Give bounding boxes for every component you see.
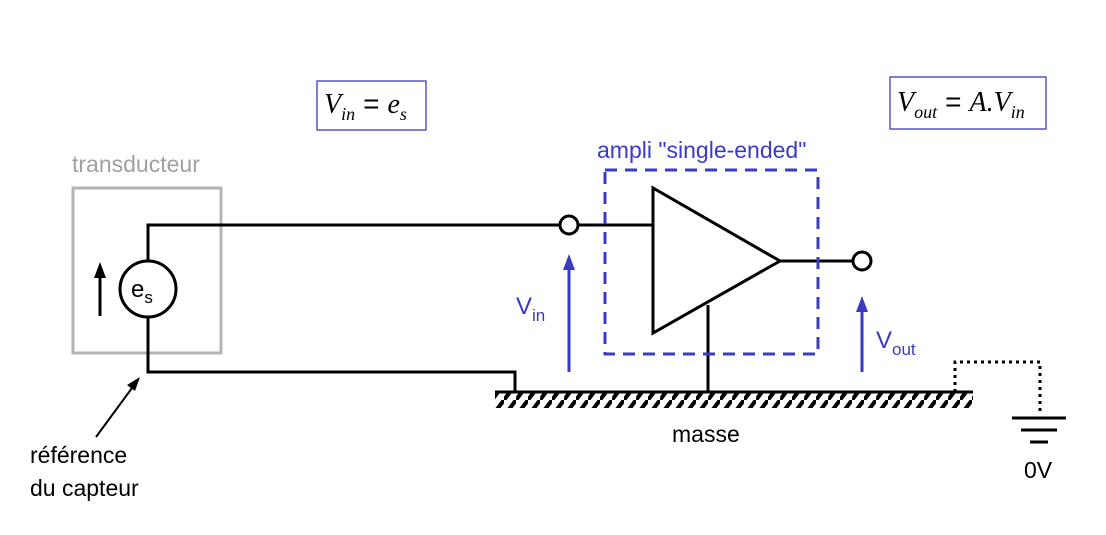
vout-label: V [876,327,892,354]
vout-arrow-head [856,296,868,312]
wires [146,223,852,391]
reference-label-line2: du capteur [30,475,139,501]
formula-vout-eq: = [945,86,961,117]
vin-arrow: Vin [516,254,575,372]
formula-vin-rhs: e [387,89,399,120]
reference-wire [146,318,517,391]
formula-vin-rhs-sub: s [400,104,407,124]
transducer-label: transducteur [72,151,200,177]
reference-label-line1: référence [30,442,127,468]
source-circle [118,259,178,319]
output-terminal [851,250,873,272]
vout-label-sub: out [892,340,916,359]
earth-dotted-link [953,360,1042,415]
svg-text:es: es [131,276,153,307]
svg-text:Vin=es: Vin = es [324,88,407,124]
source-symbol: e [131,276,144,303]
formula-vout: Vout =A.Vin [889,76,1047,130]
formula-vout-lhs: V [897,87,917,118]
formula-vin: Vin = es [316,80,427,131]
amplifier-dashed-box [603,168,820,356]
ground-hatch [495,392,973,408]
reference-arrow-shaft [95,387,133,438]
formula-vin-lhs: V [324,89,344,120]
vin-label: V [516,293,532,320]
earth-ground-icon [1012,416,1066,444]
amplifier-label: ampli "single-ended" [597,137,806,163]
input-terminal [558,214,580,236]
masse-label: masse [672,421,740,447]
formula-vout-box [889,76,1047,130]
voltage-source: es [94,259,178,319]
formula-vin-eq: = [363,88,379,119]
svg-text:Vin: Vin [516,293,545,325]
amplifier-triangle [651,185,784,336]
formula-vin-lhs-sub: in [341,104,355,124]
reference-arrow-head [127,377,140,391]
signal-wire [146,223,560,260]
amplifier: ampli "single-ended" [597,137,820,356]
svg-text:Vout=A.Vin: Vout =A.Vin [897,86,1025,122]
reference-annotation: référence du capteur [30,377,140,501]
vin-arrow-head [563,254,575,270]
formula-vin-box [316,80,427,131]
zero-volt-label: 0V [1024,457,1053,483]
source-subscript: s [144,288,153,307]
formula-vout-lhs-sub: out [914,102,938,122]
ground-plane: masse [495,390,973,447]
vin-label-sub: in [532,306,545,325]
formula-vout-rhs-sub: in [1011,102,1025,122]
formula-vout-rhs: A.V [967,87,1013,118]
vout-arrow: Vout [856,296,916,372]
source-arrow-head [94,262,106,278]
svg-text:Vout: Vout [876,327,916,359]
